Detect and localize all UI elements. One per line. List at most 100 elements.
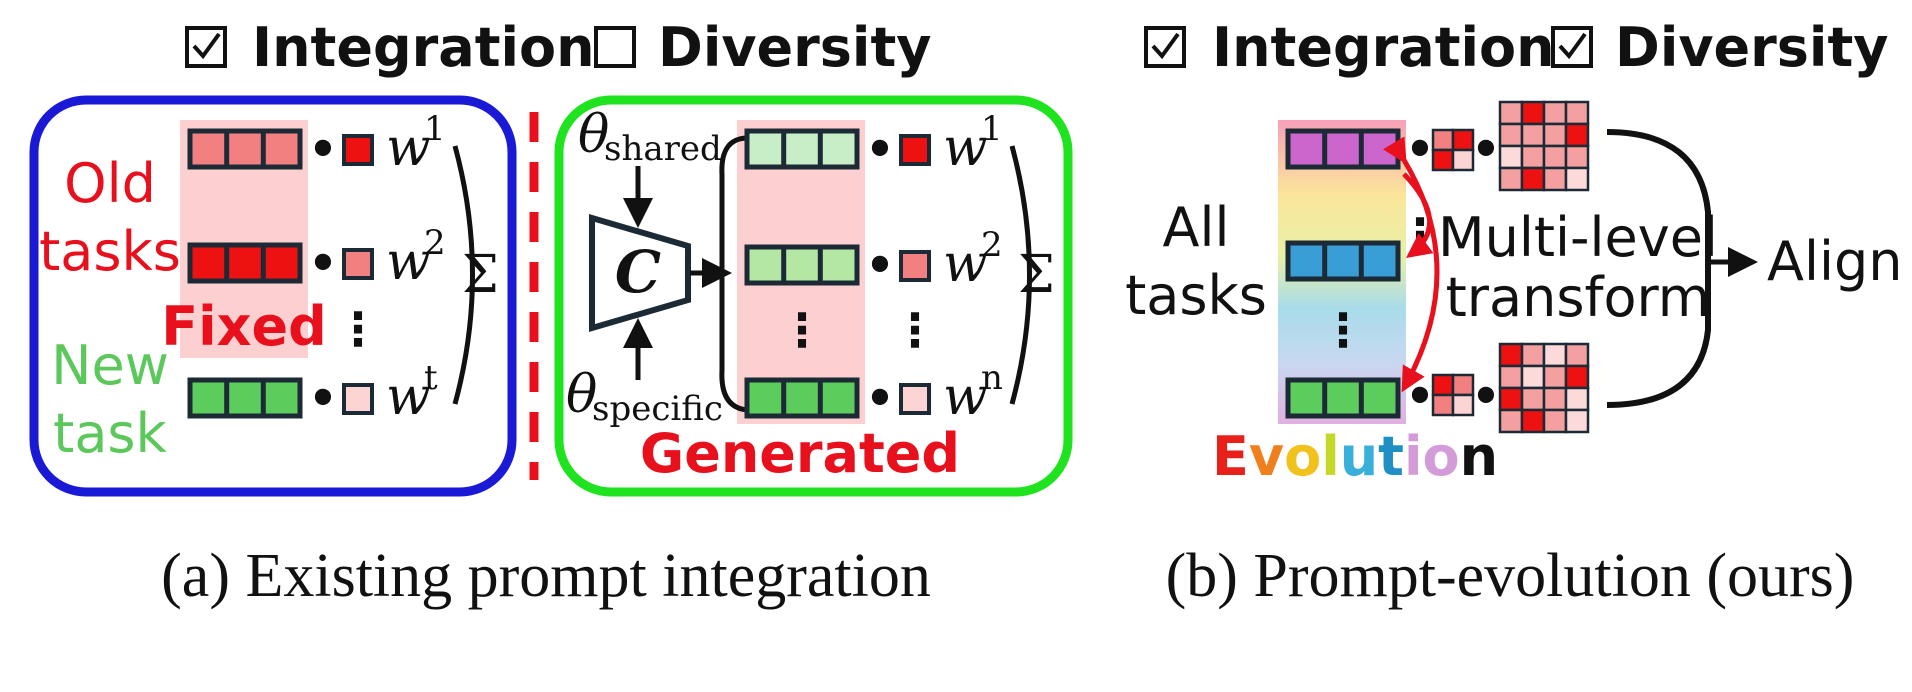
green-frame xyxy=(554,95,1073,497)
gen-weight-square-n xyxy=(899,383,931,415)
evolution-letter-4: u xyxy=(1340,425,1378,488)
vdots-evo-rows: ⋮ xyxy=(1320,303,1366,357)
generator-letter: C xyxy=(615,238,661,306)
weight-square-t xyxy=(342,383,374,415)
dot-operator-b3: • xyxy=(1471,122,1500,176)
dot-operator-3: • xyxy=(308,371,337,425)
matrix-cell xyxy=(1542,364,1568,390)
matrix-cell xyxy=(1520,408,1546,434)
bracket-a xyxy=(452,145,475,405)
merge-bracket xyxy=(1606,129,1711,408)
svg-text:θ: θ xyxy=(566,365,597,425)
evolution-letter-5: t xyxy=(1378,425,1404,488)
vdots-gen-weights: ⋮ xyxy=(892,303,938,357)
gen-prompt-row-1 xyxy=(744,128,860,170)
matrix-cell xyxy=(1498,408,1524,434)
bracket-generated xyxy=(1009,145,1032,405)
matrix-cell xyxy=(1520,166,1546,192)
gen-weight-square-2 xyxy=(899,250,931,282)
all-tasks-line1: All xyxy=(1163,196,1230,259)
matrix-cell xyxy=(1542,122,1568,148)
svg-text:w: w xyxy=(943,367,988,427)
matrix-cell xyxy=(1564,144,1590,170)
dot-operator-b4: • xyxy=(1471,369,1500,423)
svg-text:1: 1 xyxy=(424,109,446,149)
caption-a: (a) Existing prompt integration xyxy=(161,542,931,610)
panel-existing-generated: θ shared θ specific C ⋮ xyxy=(554,95,1073,497)
matrix-cell xyxy=(1520,364,1546,390)
svg-text:2: 2 xyxy=(981,225,1003,265)
new-task-line1: New xyxy=(51,334,169,397)
blue-frame xyxy=(29,95,517,497)
weight-square-2 xyxy=(342,248,374,280)
evolution-letter-6: i xyxy=(1404,425,1423,488)
old-prompt-row-2 xyxy=(187,242,303,284)
sum-symbol-a: Σ xyxy=(462,245,499,305)
sum-symbol-generated: Σ xyxy=(1018,245,1055,305)
multilevel-line1: Multi-level xyxy=(1438,206,1718,269)
caption-b: (b) Prompt-evolution (ours) xyxy=(1166,542,1855,610)
dot-operator-2: • xyxy=(308,236,337,290)
generator-trapezoid: C xyxy=(589,214,691,332)
old-tasks-line1: Old xyxy=(64,152,156,215)
left-bracket-generated xyxy=(719,135,749,413)
evolution-letter-0: E xyxy=(1212,425,1249,488)
multilevel-line2: transform xyxy=(1446,266,1711,329)
gen-prompt-row-2 xyxy=(744,244,860,286)
weight-square-1 xyxy=(342,134,374,166)
gen-prompt-row-3 xyxy=(744,377,860,419)
svg-text:w: w xyxy=(943,118,988,178)
integration-label-a: Integration xyxy=(252,16,595,79)
matrix-cell xyxy=(1564,100,1590,126)
evolution-letter-2: o xyxy=(1284,425,1321,488)
checkbox-integration-b xyxy=(1144,26,1186,68)
new-prompt-row xyxy=(187,377,303,419)
theta-specific: θ specific xyxy=(566,365,723,429)
matrix-cell xyxy=(1542,144,1568,170)
matrix-cell xyxy=(1498,386,1524,412)
dot-operator-g1: • xyxy=(865,122,894,176)
dot-operator-g2: • xyxy=(865,238,894,292)
matrix-cell xyxy=(1498,166,1524,192)
fixed-label: Fixed xyxy=(161,295,327,358)
dot-operator-b2: • xyxy=(1405,369,1434,423)
diversity-label-a: Diversity xyxy=(658,16,931,79)
matrix-cell xyxy=(1498,122,1524,148)
matrix-cell xyxy=(1498,144,1524,170)
matrix-cell xyxy=(1564,342,1590,368)
dot-operator-1: • xyxy=(308,122,337,176)
checkbox-integration-a xyxy=(185,26,227,68)
evo-prompt-row-3 xyxy=(1285,377,1401,419)
integration-label-b: Integration xyxy=(1212,16,1555,79)
panel-existing-fixed: Old tasks New task Fixed • • • w 1 xyxy=(29,95,517,497)
gen-weight-wn: w n xyxy=(943,358,1003,427)
weight-w2: w 2 xyxy=(386,223,446,292)
matrix-cell xyxy=(1542,166,1568,192)
evolution-letter-1: v xyxy=(1249,425,1284,488)
weight-w1: w 1 xyxy=(386,109,446,178)
svg-text:w: w xyxy=(386,232,431,292)
matrix-bottom xyxy=(1498,342,1590,434)
matrix-cell xyxy=(1520,100,1546,126)
align-label: Align xyxy=(1767,230,1902,293)
gen-weight-w2: w 2 xyxy=(943,225,1003,294)
matrix-cell xyxy=(1564,166,1590,192)
diversity-label-b: Diversity xyxy=(1615,16,1888,79)
vdots-gen-rows: ⋮ xyxy=(779,303,825,357)
small-weight-grid-bottom xyxy=(1431,373,1475,417)
matrix-cell xyxy=(1564,408,1590,434)
evolution-label: Evolution xyxy=(1212,425,1498,488)
evo-prompt-row-2 xyxy=(1285,240,1401,282)
all-tasks-line2: tasks xyxy=(1125,264,1267,327)
matrix-cell xyxy=(1542,342,1568,368)
new-task-line2: task xyxy=(53,402,167,465)
matrix-cell xyxy=(1498,342,1524,368)
svg-text:w: w xyxy=(943,234,988,294)
evolution-letter-3: l xyxy=(1321,425,1340,488)
dot-operator-b1: • xyxy=(1405,122,1434,176)
gen-weight-square-1 xyxy=(899,134,931,166)
svg-text:t: t xyxy=(424,358,438,398)
matrix-cell xyxy=(1542,100,1568,126)
matrix-cell xyxy=(1498,100,1524,126)
